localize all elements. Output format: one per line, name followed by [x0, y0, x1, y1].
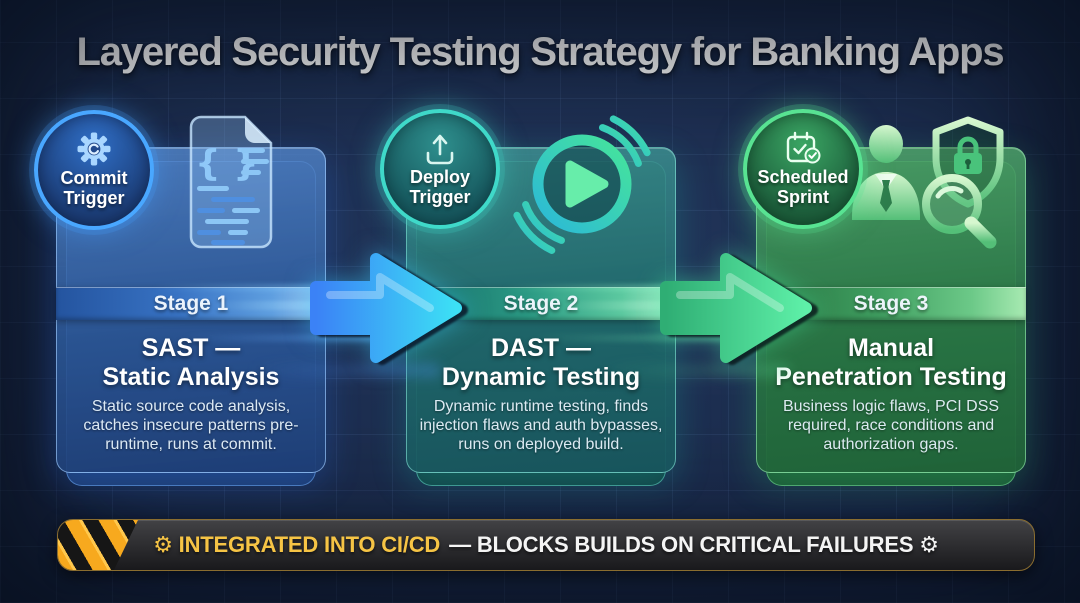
analyst-shield-magnifier-icon — [852, 116, 1004, 249]
stage-2-description: Dynamic runtime testing, finds injection… — [419, 398, 663, 453]
stage-2-title-line2: Dynamic Testing — [441, 363, 641, 391]
deploy-trigger-label: Deploy Trigger — [409, 167, 471, 207]
stage-1-description: Static source code analysis, catches ins… — [83, 398, 299, 453]
stage-1-title-line2: Static Analysis — [102, 363, 280, 391]
magnifier-icon — [922, 174, 997, 249]
cicd-integration-banner: ⚙ INTEGRATED INTO CI/CD — BLOCKS BUILDS … — [57, 519, 1035, 571]
commit-trigger-badge: Commit Trigger — [34, 110, 154, 230]
stage-2-title-line1: DAST — — [491, 334, 591, 362]
flow-arrow-stage2-to-stage3 — [660, 253, 812, 363]
cicd-rest-text: — BLOCKS BUILDS ON CRITICAL FAILURES ⚙ — [449, 532, 939, 557]
stage-1-banner: Stage 1 — [56, 287, 326, 320]
deploy-trigger-badge: Deploy Trigger — [380, 109, 500, 229]
stage-1-title: SAST — Static Analysis — [56, 334, 326, 392]
stage-2-title: DAST — Dynamic Testing — [406, 334, 676, 392]
stage-3-description: Business logic flaws, PCI DSS required, … — [782, 398, 1000, 453]
upload-icon — [426, 134, 454, 165]
analyst-person-icon — [852, 125, 920, 220]
stage-3-title-line1: Manual — [847, 334, 935, 362]
page-title: Layered Security Testing Strategy for Ba… — [76, 30, 1005, 74]
commit-trigger-label: Commit Trigger — [60, 168, 128, 208]
gear-icon — [77, 132, 111, 166]
flow-arrow-stage1-to-stage2 — [310, 253, 462, 363]
stage-3-title: Manual Penetration Testing — [756, 334, 1026, 392]
stage-3-card: Stage 3 Manual Penetration Testing Busin… — [743, 109, 1026, 486]
scheduled-sprint-badge: Scheduled Sprint — [743, 109, 863, 229]
stage-3-title-line2: Penetration Testing — [775, 363, 1007, 391]
stage-2-card: Stage 2 DAST — Dynamic Testing Dynamic r… — [380, 109, 676, 486]
cicd-banner-text: ⚙ INTEGRATED INTO CI/CD — BLOCKS BUILDS … — [58, 520, 1034, 570]
stage-1-card: Stage 1 SAST — Static Analysis Static so… — [34, 110, 326, 486]
play-button-icon — [513, 115, 651, 254]
calendar-check-icon — [786, 131, 821, 164]
stage-1-title-line1: SAST — — [141, 334, 241, 362]
code-document-icon: { } — [189, 115, 273, 249]
cicd-highlight-text: ⚙ INTEGRATED INTO CI/CD — [153, 532, 441, 557]
scheduled-sprint-label: Scheduled Sprint — [757, 167, 849, 207]
